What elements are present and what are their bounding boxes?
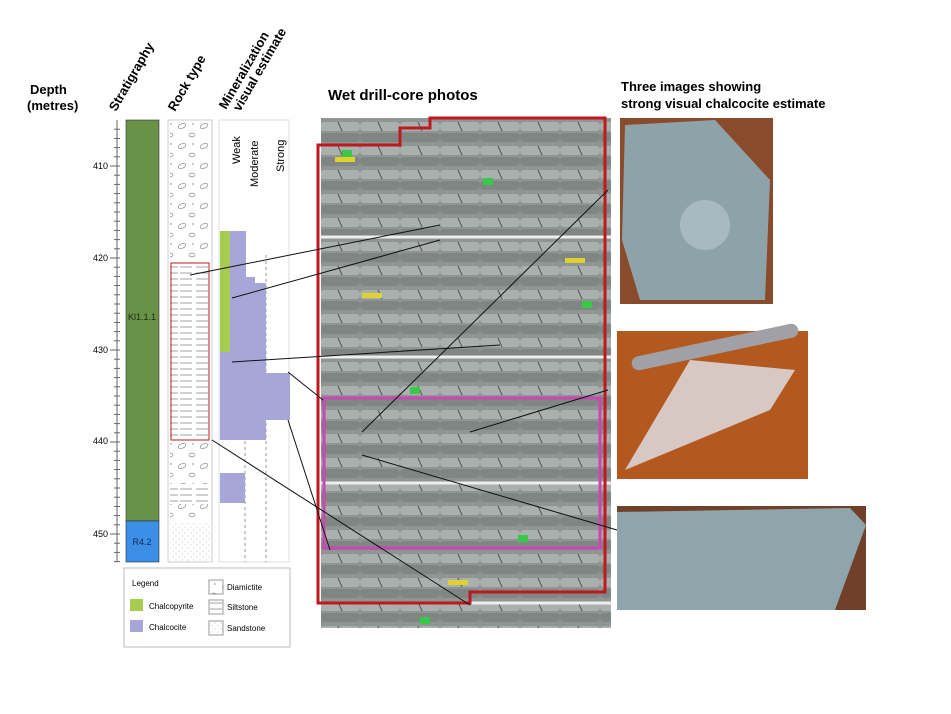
chalcocite-bar-lower (220, 473, 245, 503)
legend: Legend Chalcopyrite Chalcocite Diamictit… (123, 567, 291, 648)
three-images-header-1: Three images showing (621, 79, 761, 94)
rock-type-header: Rock type (165, 52, 209, 113)
headers: Depth (metres) Stratigraphy Rock type Mi… (27, 25, 825, 113)
legend-chalcopyrite: Chalcopyrite (149, 602, 194, 611)
red-interval-box (316, 116, 607, 605)
legend-siltstone: Siltstone (227, 603, 258, 612)
level-weak: Weak (231, 136, 243, 164)
strat-unit-kl: Kl1.1.1 (128, 312, 156, 322)
depth-header: Depth (30, 82, 67, 97)
chalcocite-images (617, 118, 866, 610)
three-images-header-2: strong visual chalcocite estimate (621, 96, 825, 111)
stratigraphy-column: Kl1.1.1 R4.2 (125, 119, 160, 563)
stratigraphy-header: Stratigraphy (106, 39, 158, 113)
tick-440: 440 (93, 436, 108, 446)
magenta-interval-box (322, 396, 602, 550)
tick-410: 410 (93, 161, 108, 171)
strat-unit-r42: R4.2 (132, 537, 151, 547)
connector-lines (189, 189, 618, 606)
legend-title: Legend (132, 579, 159, 588)
tick-450: 450 (93, 529, 108, 539)
legend-chalcocite: Chalcocite (149, 623, 187, 632)
level-moderate: Moderate (249, 141, 261, 187)
depth-unit: (metres) (27, 98, 78, 113)
rock-type-column (167, 119, 213, 563)
legend-diamictite: Diamictite (227, 583, 263, 592)
mineralization-column: Weak Moderate Strong (218, 119, 290, 563)
depth-axis: 410 420 430 440 450 (93, 120, 120, 563)
level-strong: Strong (275, 140, 287, 172)
tick-420: 420 (93, 253, 108, 263)
legend-sandstone: Sandstone (227, 624, 266, 633)
chalcocite-bars (220, 231, 290, 440)
photos-header: Wet drill-core photos (328, 87, 478, 104)
drill-core-photo (316, 116, 611, 628)
tick-430: 430 (93, 345, 108, 355)
chalcopyrite-bar (220, 231, 230, 352)
